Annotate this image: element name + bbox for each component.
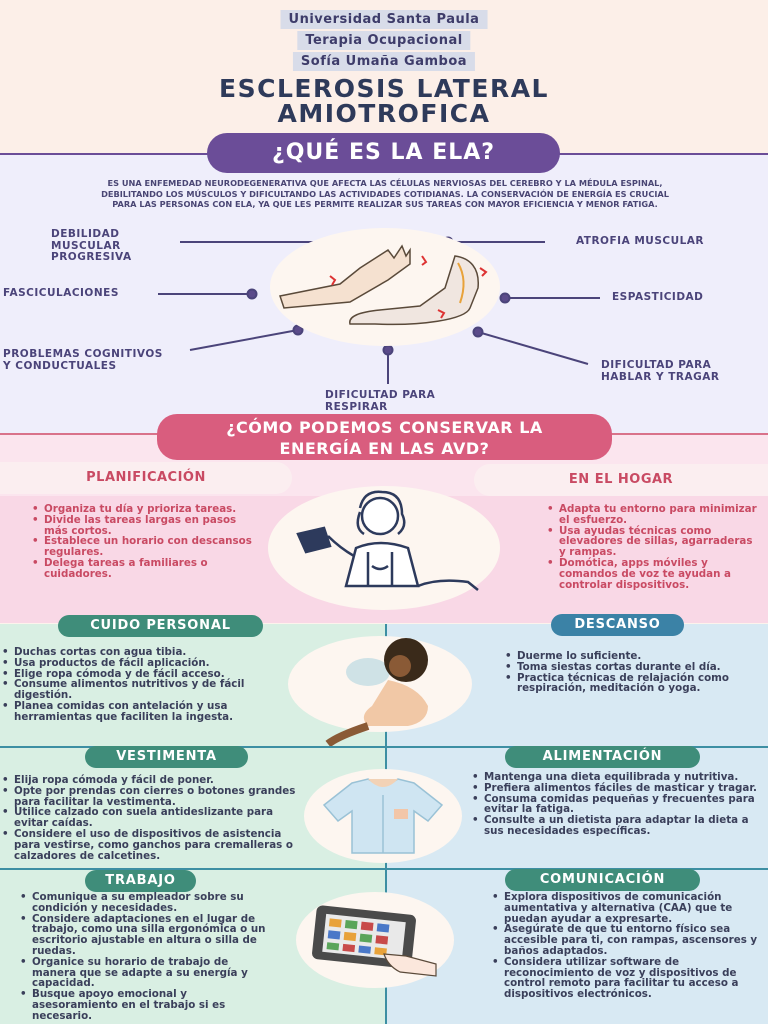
list-item: Prefiera alimentos fáciles de masticar y… (470, 782, 765, 794)
descanso-title: DESCANSO (551, 614, 684, 636)
trabajo-list: Comunique a su empleador sobre su condic… (18, 892, 273, 1022)
list-item: Delega tareas a familiares o cuidadores. (30, 558, 255, 580)
list-item: Considere adaptaciones en el lugar de tr… (18, 913, 273, 957)
university-label: Universidad Santa Paula (280, 10, 488, 29)
list-item: Considera utilizar software de reconocim… (490, 956, 765, 1000)
cuido-list: Duchas cortas con agua tibia. Usa produc… (0, 647, 300, 723)
ela-question-pill: ¿QUÉ ES LA ELA? (207, 133, 560, 173)
symptom-debilidad: DEBILIDAD MUSCULAR PROGRESIVA (51, 228, 132, 263)
list-item: Asegúrate de que tu entorno físico sea a… (490, 924, 765, 957)
arm-leg-circle (270, 228, 500, 346)
descanso-list: Duerme lo suficiente. Toma siestas corta… (503, 651, 733, 694)
list-item: Consume alimentos nutritivos y de fácil … (0, 679, 300, 701)
list-item: Planea comidas con antelación y usa herr… (0, 701, 300, 723)
list-item: Mantenga una dieta equilibrada y nutriti… (470, 772, 765, 783)
vestimenta-title: VESTIMENTA (85, 746, 248, 768)
list-item: Duerme lo suficiente. (503, 651, 733, 662)
list-item: Organice su horario de trabajo de manera… (18, 956, 273, 989)
resting-woman-icon (325, 638, 428, 746)
page-title-line2: AMIOTROFICA (277, 99, 491, 128)
list-item: Considere el uso de dispositivos de asis… (0, 829, 300, 862)
alimentacion-title: ALIMENTACIÓN (505, 746, 700, 768)
rest-circle (288, 636, 472, 746)
list-item: Comunique a su empleador sobre su condic… (18, 892, 273, 914)
hogar-title: EN EL HOGAR (474, 464, 768, 496)
alimentacion-list: Mantenga una dieta equilibrada y nutriti… (470, 772, 765, 837)
vestimenta-list: Elija ropa cómoda y fácil de poner. Opte… (0, 775, 300, 861)
list-item: Explora dispositivos de comunicación aum… (490, 892, 765, 925)
comunicacion-title: COMUNICACIÓN (505, 869, 700, 891)
energy-question-pill: ¿CÓMO PODEMOS CONSERVAR LA ENERGÍA EN LA… (157, 414, 612, 460)
symptom-espasticidad: ESPASTICIDAD (612, 291, 704, 303)
shirt-icon (322, 778, 444, 854)
list-item: Opte por prendas con cierres o botones g… (0, 785, 300, 808)
list-item: Practica técnicas de relajación como res… (503, 672, 733, 695)
list-item: Utilice calzado con suela antideslizante… (0, 807, 300, 829)
list-item: Duchas cortas con agua tibia. (0, 647, 300, 658)
arm-leg-icon (279, 244, 488, 326)
list-item: Elige ropa cómoda y de fácil acceso. (0, 668, 300, 680)
comunicacion-list: Explora dispositivos de comunicación aum… (490, 892, 765, 1000)
list-item: Elija ropa cómoda y fácil de poner. (0, 775, 300, 786)
list-item: Usa productos de fácil aplicación. (0, 657, 300, 669)
trabajo-title: TRABAJO (85, 870, 196, 892)
tablet-communication-icon (312, 905, 437, 977)
list-item: Usa ayudas técnicas como elevadores de s… (545, 525, 760, 558)
shirt-circle (304, 769, 462, 863)
hogar-list: Adapta tu entorno para minimizar el esfu… (545, 504, 760, 590)
list-item: Establece un horario con descansos regul… (30, 536, 255, 558)
symptom-connectors (158, 236, 600, 384)
symptom-respirar: DIFICULTAD PARA RESPIRAR (325, 389, 436, 413)
list-item: Toma siestas cortas durante el día. (503, 661, 733, 673)
author-label: Sofía Umaña Gamboa (292, 52, 476, 71)
page-title-line1: ESCLEROSIS LATERAL (219, 74, 549, 103)
list-item: Domótica, apps móviles y comandos de voz… (545, 558, 760, 591)
cuido-title: CUIDO PERSONAL (58, 615, 263, 637)
list-item: Organiza tu día y prioriza tareas. (30, 504, 255, 515)
list-item: Consulte a un dietista para adaptar la d… (470, 815, 765, 837)
tablet-circle (296, 892, 454, 988)
list-item: Busque apoyo emocional y asesoramiento e… (18, 989, 273, 1022)
planificacion-title: PLANIFICACIÓN (0, 462, 292, 494)
symptom-atrofia: ATROFIA MUSCULAR (576, 235, 705, 247)
list-item: Divide las tareas largas en pasos más co… (30, 514, 255, 537)
symptom-hablar: DIFICULTAD PARA HABLAR Y TRAGAR (601, 359, 720, 383)
list-item: Consuma comidas pequeñas y frecuentes pa… (470, 793, 765, 816)
list-item: Adapta tu entorno para minimizar el esfu… (545, 504, 760, 526)
program-label: Terapia Ocupacional (297, 31, 471, 50)
symptom-fasciculaciones: FASCICULACIONES (3, 287, 119, 299)
ironing-woman-icon (296, 490, 479, 591)
ela-description: ES UNA ENFEMEDAD NEURODEGENERATIVA QUE A… (101, 178, 669, 209)
planificacion-list: Organiza tu día y prioriza tareas. Divid… (30, 504, 255, 580)
ironing-circle (268, 486, 500, 610)
symptom-cognitivos: PROBLEMAS COGNITIVOS Y CONDUCTUALES (3, 348, 163, 372)
